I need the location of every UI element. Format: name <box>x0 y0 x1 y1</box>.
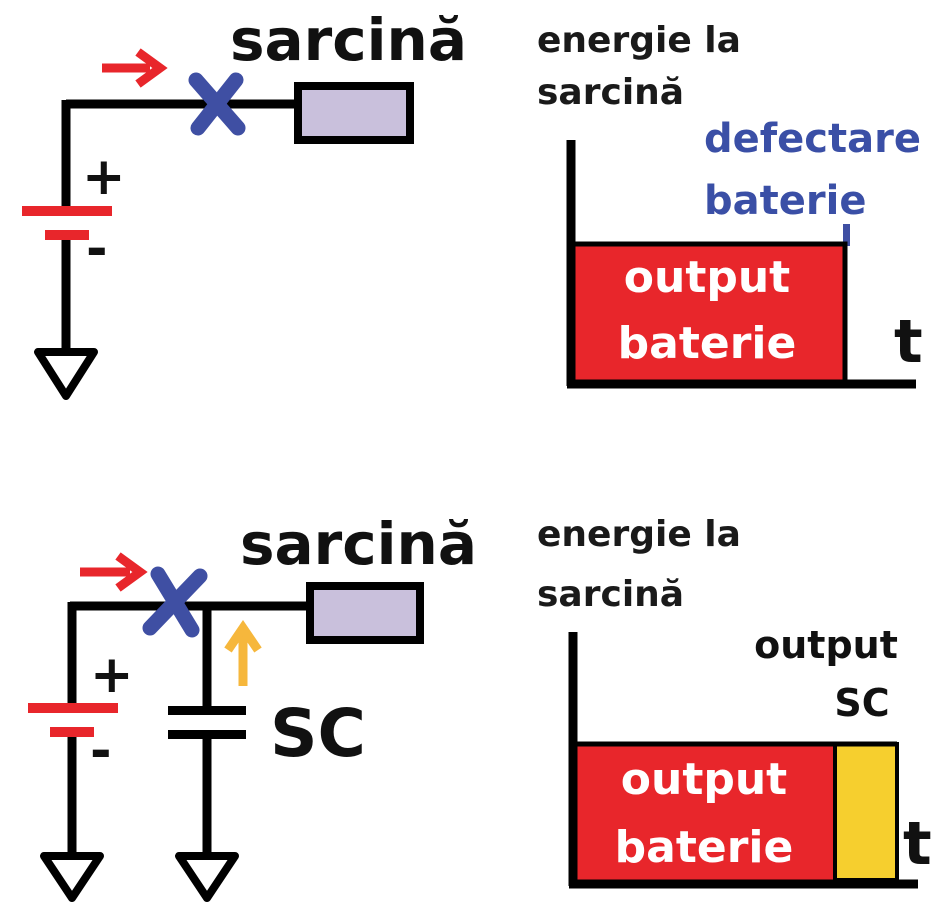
bottom-time-label: t <box>903 809 932 879</box>
bottom-battery-output-label-line1: output <box>621 754 787 805</box>
top-battery-output-bar <box>571 244 843 382</box>
top-failure-label-line1: defectare <box>704 116 921 162</box>
bottom-ground-icon-battery <box>40 852 104 902</box>
bottom-battery-plate-long <box>28 703 118 713</box>
top-time-label: t <box>894 307 923 377</box>
bottom-energy-label-line1: energie la <box>537 514 741 555</box>
top-load-resistor <box>294 82 414 144</box>
top-break-mark-icon <box>188 72 246 136</box>
bottom-energy-label-line2: sarcină <box>537 574 684 615</box>
bottom-sc-output-label-line2: SC <box>834 681 889 725</box>
bottom-sc-current-arrow-icon <box>224 620 262 686</box>
top-load-label: sarcină <box>230 6 467 74</box>
bottom-load-label: sarcină <box>240 510 477 578</box>
bottom-plus-sign: + <box>90 645 134 705</box>
top-current-arrow-icon <box>102 48 168 88</box>
top-energy-graph: energie la sarcină defectare baterie out… <box>537 20 923 389</box>
bottom-sc-output-label-line1: output <box>754 623 898 667</box>
bottom-energy-graph: energie la sarcină output SC output bate… <box>537 514 932 889</box>
top-battery-output-outline <box>571 241 848 384</box>
top-circuit <box>22 48 414 400</box>
bottom-load-resistor <box>306 582 424 644</box>
top-ground-icon <box>34 348 98 400</box>
top-panel: + - sarcină energie la sarcină defectare… <box>22 6 923 400</box>
top-failure-marker <box>843 224 850 246</box>
top-energy-label-line2: sarcină <box>537 72 684 113</box>
top-battery-output-label-line2: baterie <box>618 318 797 369</box>
top-failure-label-line2: baterie <box>704 178 866 224</box>
top-battery-output-label-line1: output <box>624 252 790 303</box>
bottom-ground-icon-capacitor <box>175 852 239 902</box>
bottom-battery-output-label-line2: baterie <box>615 822 794 873</box>
bottom-capacitor-label: SC <box>270 695 366 772</box>
bottom-current-arrow-icon <box>80 552 148 592</box>
bottom-sc-output-bar <box>833 742 899 882</box>
bottom-capacitor-plate-lower <box>168 730 246 739</box>
bottom-panel: + - SC sarcină energie la sarcină output… <box>28 510 932 902</box>
top-minus-sign: - <box>86 219 108 279</box>
bottom-capacitor-plate-upper <box>168 706 246 715</box>
top-battery-plate-short <box>45 230 89 240</box>
top-plus-sign: + <box>82 147 126 207</box>
bottom-break-mark-icon <box>142 566 208 638</box>
top-battery-plate-long <box>22 206 112 216</box>
bottom-circuit <box>28 552 424 902</box>
bottom-battery-plate-short <box>50 727 94 737</box>
top-energy-label-line1: energie la <box>537 20 741 61</box>
bottom-minus-sign: - <box>90 721 112 781</box>
bottom-battery-output-bar <box>573 744 835 880</box>
